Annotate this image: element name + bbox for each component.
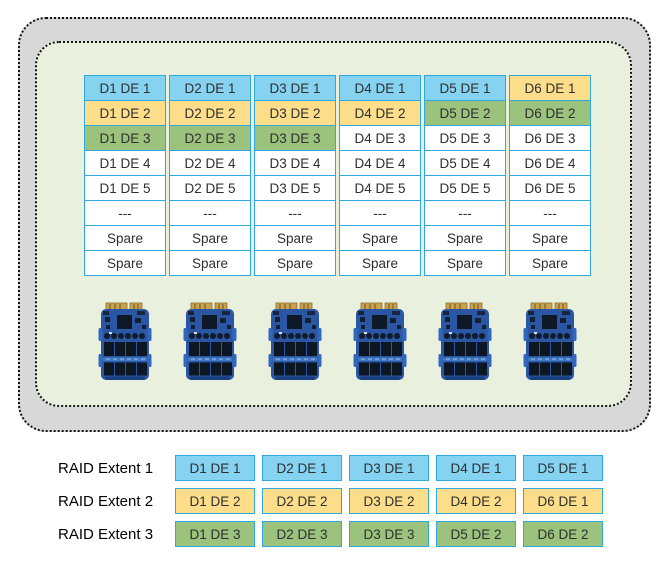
drive-extent-cell: D3 DE 4 xyxy=(254,150,336,176)
drive-extent-cell: Spare xyxy=(169,250,251,276)
drive-extent-cell: Spare xyxy=(339,250,421,276)
drive-extent-cell: D2 DE 3 xyxy=(169,125,251,151)
raid-extent-cell: D1 DE 3 xyxy=(175,521,255,547)
drive-extent-cell: Spare xyxy=(84,250,166,276)
drive-extent-cell: D4 DE 5 xyxy=(339,175,421,201)
drive-extent-cell: Spare xyxy=(254,225,336,251)
drive-extent-cell: D1 DE 4 xyxy=(84,150,166,176)
drive-extent-cell: D6 DE 2 xyxy=(509,100,591,126)
disk-slot-2 xyxy=(169,302,251,387)
drive-extent-cell: D4 DE 1 xyxy=(339,75,421,101)
raid-extent-row-1: RAID Extent 1 D1 DE 1 D2 DE 1 D3 DE 1 D4 DE … xyxy=(58,455,610,481)
raid-extent-row-3: RAID Extent 3 D1 DE 3 D2 DE 3 D3 DE 3 D5 DE … xyxy=(58,521,610,547)
drive-extent-cell: D3 DE 5 xyxy=(254,175,336,201)
drive-extent-cell: D1 DE 2 xyxy=(84,100,166,126)
drive-extent-cell: Spare xyxy=(509,250,591,276)
drive-extent-cell: D1 DE 1 xyxy=(84,75,166,101)
drive-extent-cell: D1 DE 5 xyxy=(84,175,166,201)
raid-extent-cell: D4 DE 2 xyxy=(436,488,516,514)
drive-extent-cell: D1 DE 3 xyxy=(84,125,166,151)
ssd-disk-icon xyxy=(97,302,153,387)
disk-slot-4 xyxy=(339,302,421,387)
ssd-disk-icon xyxy=(267,302,323,387)
raid-extent-cell: D3 DE 3 xyxy=(349,521,429,547)
raid-extent-cell: D6 DE 1 xyxy=(523,488,603,514)
ssd-disk-icon xyxy=(352,302,408,387)
raid-extent-cell: D2 DE 1 xyxy=(262,455,342,481)
raid-extent-cell: D2 DE 3 xyxy=(262,521,342,547)
raid-extent-label: RAID Extent 3 xyxy=(58,525,154,543)
drive-extent-cell: D6 DE 3 xyxy=(509,125,591,151)
drive-extent-cell: --- xyxy=(509,200,591,226)
drive-extent-cell: Spare xyxy=(84,225,166,251)
drive-extent-cell: Spare xyxy=(509,225,591,251)
drive-extent-cell: D3 DE 1 xyxy=(254,75,336,101)
drive-extent-cell: Spare xyxy=(254,250,336,276)
raid-extent-label: RAID Extent 1 xyxy=(58,459,154,477)
drive-extent-cell: D2 DE 2 xyxy=(169,100,251,126)
drive-extent-cell: D6 DE 5 xyxy=(509,175,591,201)
raid-extent-cell: D5 DE 1 xyxy=(523,455,603,481)
raid-extent-cell: D3 DE 2 xyxy=(349,488,429,514)
drive-extent-cell: Spare xyxy=(424,225,506,251)
drive-extent-cell: D6 DE 1 xyxy=(509,75,591,101)
ssd-disk-icon xyxy=(522,302,578,387)
drive-extent-cell: Spare xyxy=(169,225,251,251)
drive-extent-cell: D5 DE 4 xyxy=(424,150,506,176)
disk-row xyxy=(84,302,591,387)
disk-slot-3 xyxy=(254,302,336,387)
drive-extent-cell: D3 DE 2 xyxy=(254,100,336,126)
raid-extent-cell: D1 DE 2 xyxy=(175,488,255,514)
raid-extent-cell: D4 DE 1 xyxy=(436,455,516,481)
drive-extent-cell: --- xyxy=(424,200,506,226)
raid-extent-cell: D1 DE 1 xyxy=(175,455,255,481)
drive-extent-cell: D4 DE 3 xyxy=(339,125,421,151)
drive-extent-cell: D2 DE 4 xyxy=(169,150,251,176)
drive-extent-cell: D2 DE 5 xyxy=(169,175,251,201)
raid-extent-row-2: RAID Extent 2 D1 DE 2 D2 DE 2 D3 DE 2 D4 DE … xyxy=(58,488,610,514)
disk-slot-1 xyxy=(84,302,166,387)
drive-extent-cell: --- xyxy=(169,200,251,226)
drive-extent-cell: --- xyxy=(84,200,166,226)
drive-extent-cell: D5 DE 5 xyxy=(424,175,506,201)
raid-extent-cell: D5 DE 2 xyxy=(436,521,516,547)
drive-extent-cell: D4 DE 2 xyxy=(339,100,421,126)
disk-slot-6 xyxy=(509,302,591,387)
drive-extent-cell: D5 DE 3 xyxy=(424,125,506,151)
raid-extent-list: RAID Extent 1 D1 DE 1 D2 DE 1 D3 DE 1 D4 DE … xyxy=(58,455,610,554)
raid-extent-cell: D2 DE 2 xyxy=(262,488,342,514)
drive-extent-cell: D6 DE 4 xyxy=(509,150,591,176)
ssd-disk-icon xyxy=(437,302,493,387)
drive-extent-cell: D5 DE 1 xyxy=(424,75,506,101)
drive-extent-cell: D5 DE 2 xyxy=(424,100,506,126)
ssd-disk-icon xyxy=(182,302,238,387)
raid-extent-label: RAID Extent 2 xyxy=(58,492,154,510)
raid-extent-cell: D6 DE 2 xyxy=(523,521,603,547)
drive-extent-cell: Spare xyxy=(424,250,506,276)
drive-extent-cell: D3 DE 3 xyxy=(254,125,336,151)
drive-extent-cell: --- xyxy=(254,200,336,226)
raid-extent-cell: D3 DE 1 xyxy=(349,455,429,481)
disk-slot-5 xyxy=(424,302,506,387)
drive-extent-cell: Spare xyxy=(339,225,421,251)
drive-extent-cell: D2 DE 1 xyxy=(169,75,251,101)
drive-extent-cell: --- xyxy=(339,200,421,226)
drive-extent-cell: D4 DE 4 xyxy=(339,150,421,176)
